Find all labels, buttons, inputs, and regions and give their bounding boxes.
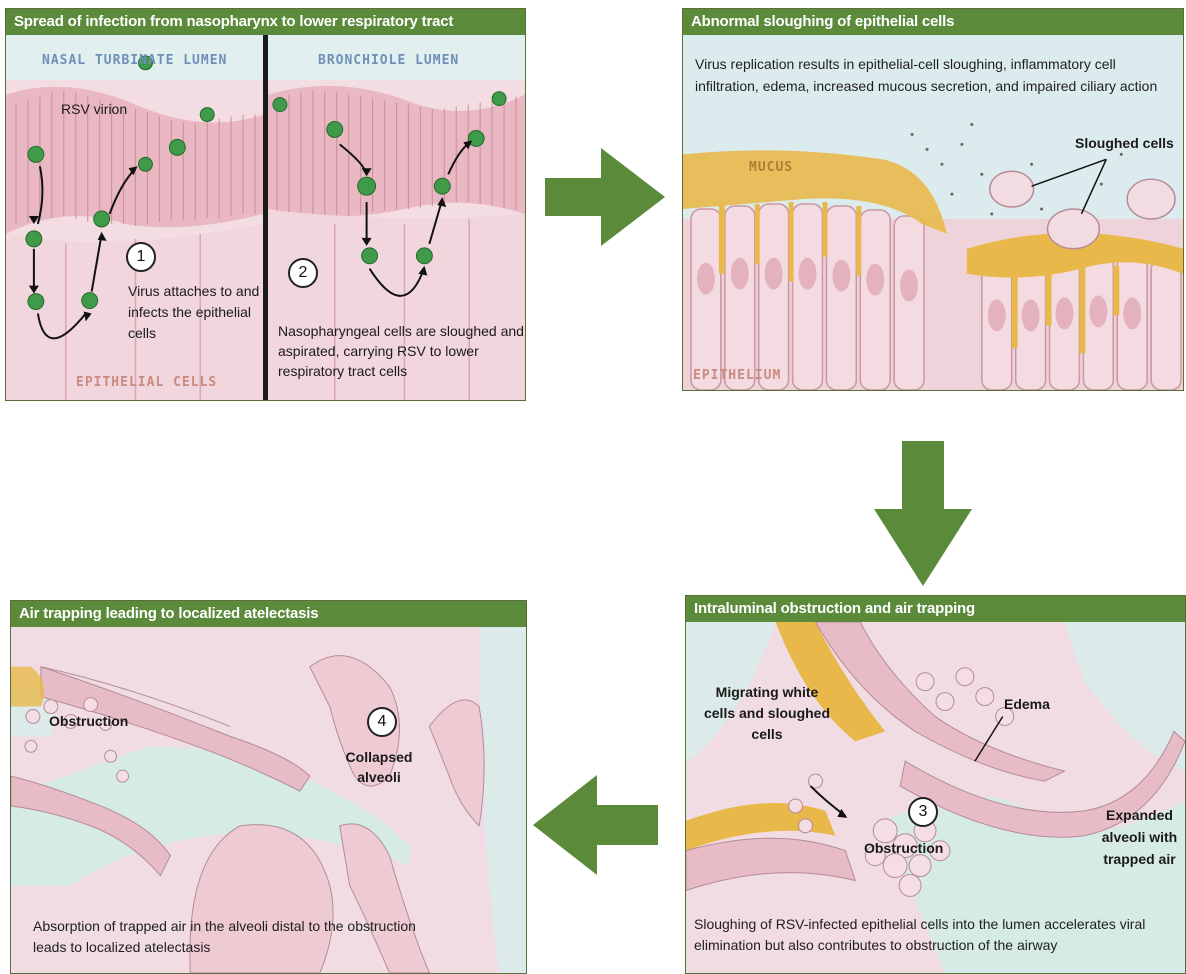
panel-spread-of-infection: Spread of infection from nasopharynx to … bbox=[5, 8, 526, 401]
obstruction-caption: Sloughing of RSV-infected epithelial cel… bbox=[694, 914, 1186, 956]
arrow-right bbox=[545, 148, 665, 246]
mucus-label: MUCUS bbox=[749, 160, 793, 175]
arrow-left bbox=[533, 775, 658, 875]
nasal-turbinate-lumen-label: NASAL TURBINATE LUMEN bbox=[42, 53, 227, 68]
step-1-text: Virus attaches to and infects the epithe… bbox=[128, 281, 260, 344]
epithelial-cells-label: EPITHELIAL CELLS bbox=[76, 375, 217, 390]
rsv-virion-label: RSV virion bbox=[61, 101, 127, 118]
panel-title-obstruction: Intraluminal obstruction and air trappin… bbox=[686, 596, 1185, 622]
panel-title-sloughing: Abnormal sloughing of epithelial cells bbox=[683, 9, 1183, 35]
step-4-marker: 4 bbox=[367, 707, 397, 737]
panel-air-trapping-atelectasis: Air trapping leading to localized atelec… bbox=[10, 600, 527, 974]
epithelium-label: EPITHELIUM bbox=[693, 368, 781, 383]
migrating-cells-label: Migrating white cells and sloughed cells bbox=[702, 682, 832, 745]
panel-abnormal-sloughing: Abnormal sloughing of epithelial cells V… bbox=[682, 8, 1184, 391]
step-1-marker: 1 bbox=[126, 242, 156, 272]
obstruction-label-4: Obstruction bbox=[49, 713, 128, 730]
panel-title-atelectasis: Air trapping leading to localized atelec… bbox=[11, 601, 526, 627]
sloughed-cells-label: Sloughed cells bbox=[1075, 135, 1174, 152]
panel-intraluminal-obstruction: Intraluminal obstruction and air trappin… bbox=[685, 595, 1186, 974]
expanded-alveoli-label: Expanded alveoli with trapped air bbox=[1092, 804, 1186, 870]
panel-title-spread: Spread of infection from nasopharynx to … bbox=[6, 9, 525, 35]
collapsed-alveoli-label: Collapsed alveoli bbox=[339, 747, 419, 787]
step-3-marker: 3 bbox=[908, 797, 938, 827]
arrow-down bbox=[874, 441, 972, 586]
step-2-marker: 2 bbox=[288, 258, 318, 288]
edema-label: Edema bbox=[1004, 696, 1050, 713]
bronchiole-lumen-label: BRONCHIOLE LUMEN bbox=[318, 53, 459, 68]
step-2-text: Nasopharyngeal cells are sloughed and as… bbox=[278, 321, 526, 381]
atelectasis-caption: Absorption of trapped air in the alveoli… bbox=[33, 916, 453, 958]
obstruction-label-3: Obstruction bbox=[864, 840, 943, 857]
sloughing-description: Virus replication results in epithelial-… bbox=[695, 53, 1175, 97]
